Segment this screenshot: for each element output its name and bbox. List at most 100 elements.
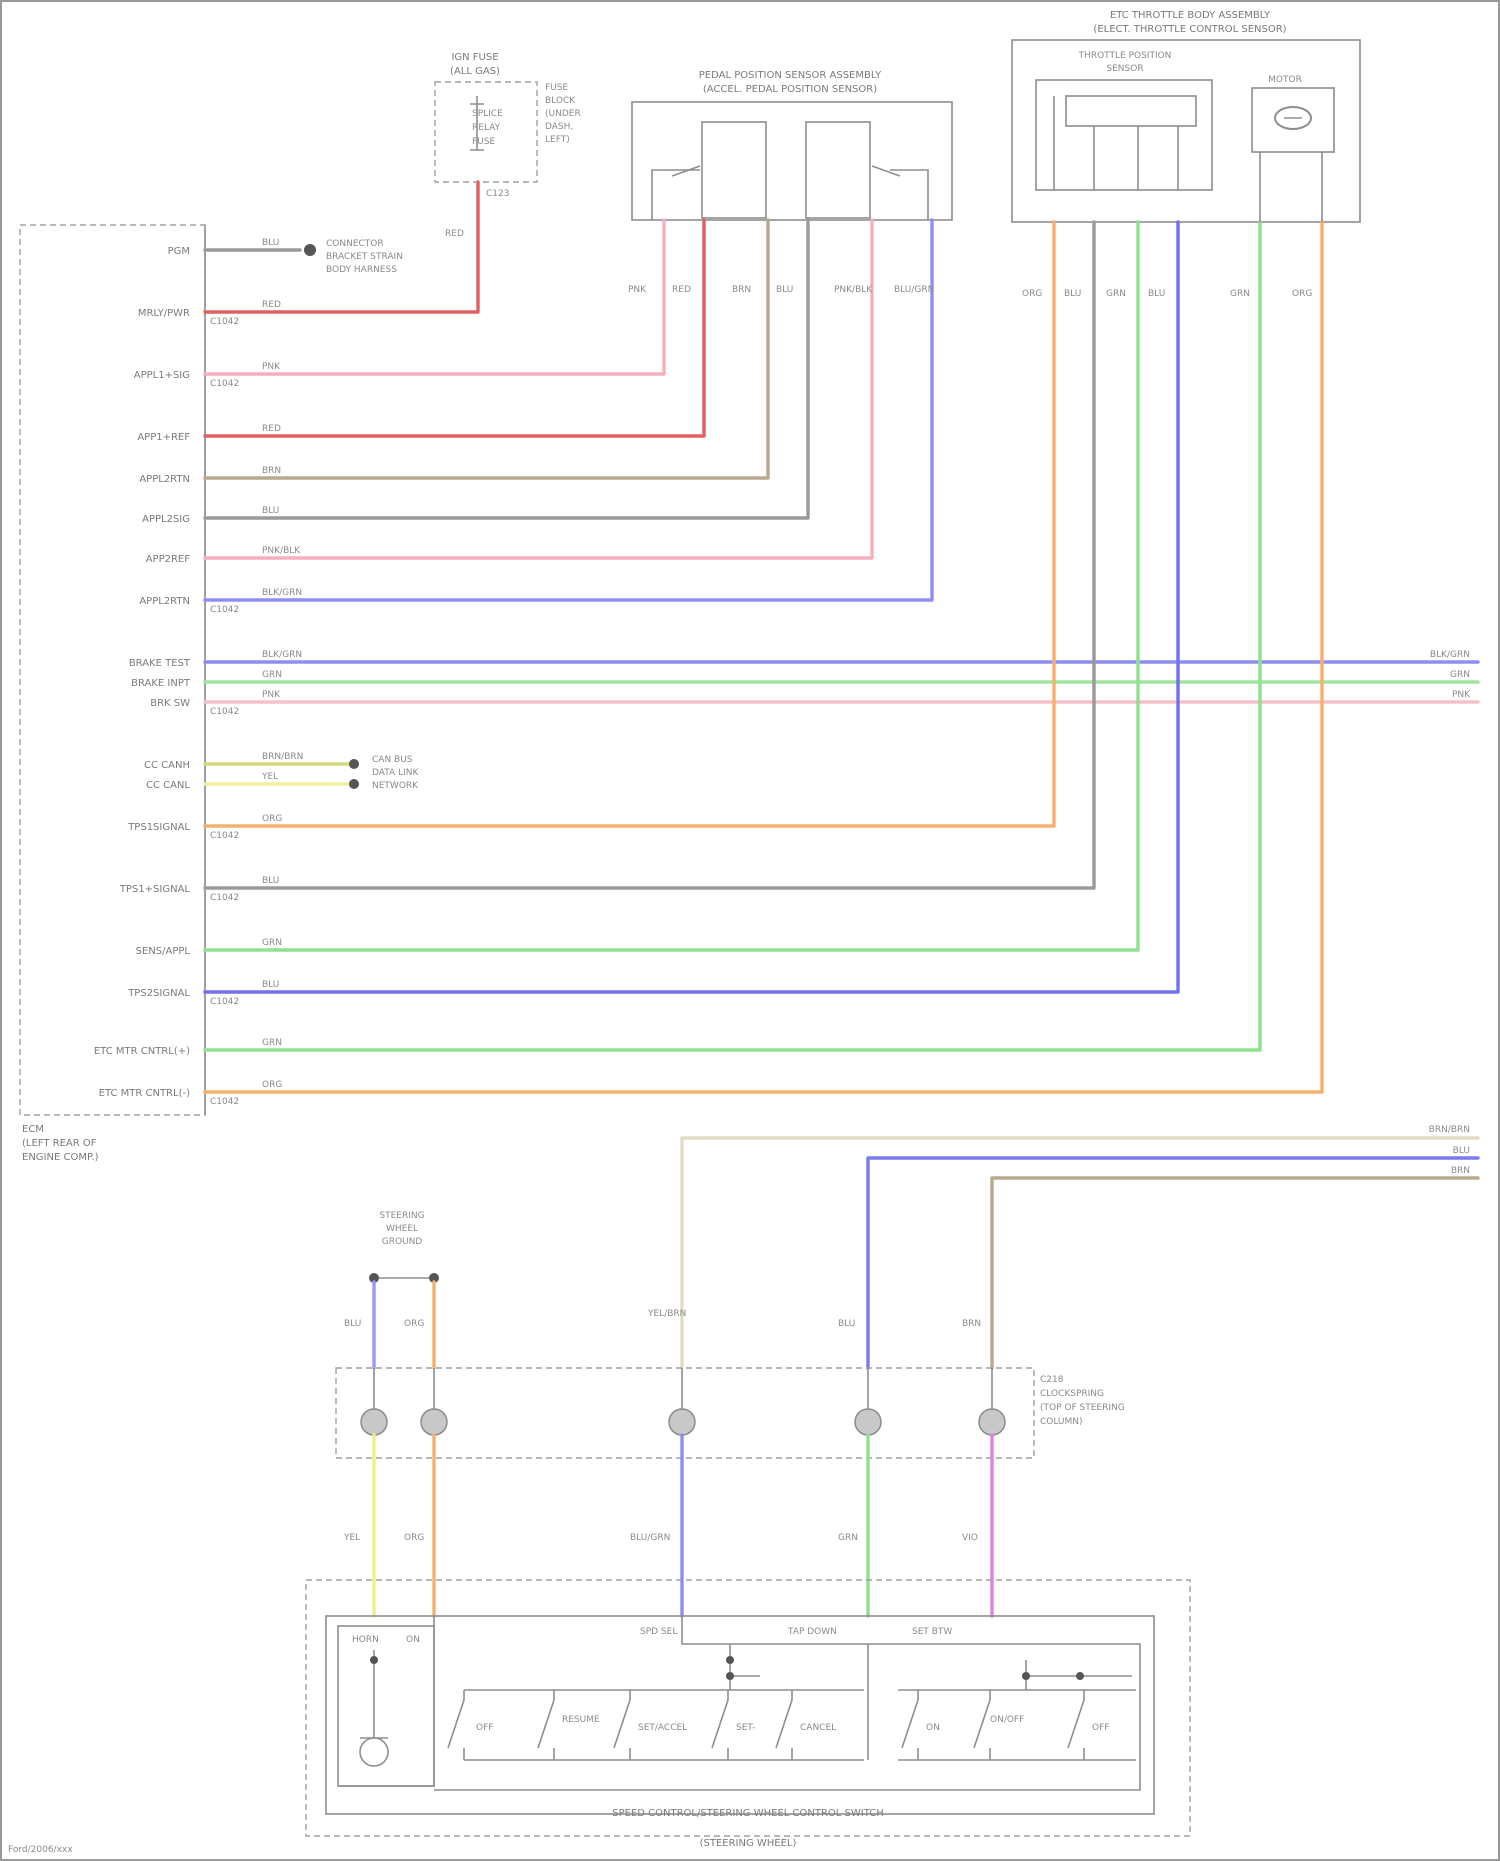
- horn-label: STEERING: [379, 1211, 424, 1221]
- wire-etc-plus-grn: [205, 222, 1260, 1050]
- wire-feed-2: [868, 1158, 1478, 1368]
- app-wire-label: PNK: [628, 285, 647, 295]
- can-label: CAN BUS: [372, 755, 413, 765]
- ecm-connector-id: C1042: [210, 605, 239, 615]
- ecm-module: ECM (LEFT REAR OF ENGINE COMP.) PGM MRLY…: [20, 225, 239, 1163]
- tps-leads: [1054, 96, 1178, 190]
- ecm-pin-label: APPL2RTN: [139, 596, 190, 607]
- wire-app1-ref-red: [205, 220, 704, 436]
- fuse-side-text: FUSE: [545, 83, 568, 93]
- clockspring-label: (TOP OF STEERING: [1040, 1403, 1125, 1413]
- clockspring-contact: [361, 1409, 387, 1435]
- wire-label: GRN: [262, 1038, 282, 1048]
- wire-label: ORG: [262, 1080, 282, 1090]
- tb-wire-label: GRN: [1230, 289, 1250, 299]
- ecm-title-line2: (LEFT REAR OF: [22, 1138, 97, 1149]
- clockspring-label: CLOCKSPRING: [1040, 1389, 1104, 1399]
- pedal-position-sensor: PEDAL POSITION SENSOR ASSEMBLY (ACCEL. P…: [632, 70, 952, 220]
- fuse-side-text: BLOCK: [545, 96, 576, 106]
- app-sensor-outline: [632, 102, 952, 220]
- throttle-body: ETC THROTTLE BODY ASSEMBLY (ELECT. THROT…: [1012, 10, 1360, 222]
- tps-label-line1: THROTTLE POSITION: [1078, 51, 1172, 61]
- wire-label: BRN/BRN: [262, 752, 303, 762]
- cs-bottom-wire: GRN: [838, 1533, 858, 1543]
- clockspring-contact: [855, 1409, 881, 1435]
- clockspring-contact: [669, 1409, 695, 1435]
- switch-cancel: [776, 1690, 792, 1760]
- cs-top-wire: YEL/BRN: [647, 1309, 686, 1319]
- ecm-connector-id: C1042: [210, 831, 239, 841]
- throttle-outline: [1012, 40, 1360, 222]
- wire-app2-rtn-blu: [205, 220, 932, 600]
- app-sensor-wiper-arrows: [672, 166, 900, 176]
- ecm-connector-id: C1042: [210, 379, 239, 389]
- ecm-pin-label: MRLY/PWR: [138, 308, 190, 319]
- wire-etc-minus-org: [205, 222, 1322, 1092]
- wire-label: RED: [262, 300, 281, 310]
- can-label: DATA LINK: [372, 768, 419, 778]
- app-sensor-track-1: [702, 122, 766, 218]
- switch-label: OFF: [1092, 1723, 1109, 1733]
- edge-label: PNK: [1452, 690, 1471, 700]
- app-wire-label: BRN: [732, 285, 751, 295]
- wire-label: ORG: [262, 814, 282, 824]
- ecm-pin-label: CC CANH: [144, 760, 190, 771]
- throttle-title-line2: (ELECT. THROTTLE CONTROL SENSOR): [1093, 24, 1286, 35]
- fuse-text: FUSE: [472, 137, 495, 147]
- wire-label: BLK/GRN: [262, 650, 302, 660]
- switch-label: RESUME: [562, 1715, 600, 1725]
- tb-wire-label: ORG: [1022, 289, 1042, 299]
- switch-set-minus: [712, 1690, 728, 1760]
- switch-node: [726, 1656, 734, 1664]
- horn-label: WHEEL: [386, 1224, 418, 1234]
- cs-bottom-wire: VIO: [962, 1533, 978, 1543]
- tb-wire-label: ORG: [1292, 289, 1312, 299]
- switch-seg: HORN: [352, 1635, 379, 1645]
- ecm-pin-label: TPS1SIGNAL: [127, 822, 190, 833]
- switch-node: [726, 1672, 734, 1680]
- fuse-title-line2: (ALL GAS): [450, 66, 500, 77]
- wire-feed-1: [682, 1138, 1478, 1368]
- ecm-connector-id: C1042: [210, 707, 239, 717]
- ground-label: BRACKET STRAIN: [326, 252, 403, 262]
- tps-element: [1066, 96, 1196, 126]
- cs-top-wire: BLU: [344, 1319, 361, 1329]
- switch-label: SET-: [736, 1723, 755, 1733]
- switch-set-accel: [614, 1690, 630, 1760]
- ecm-pin-label: SENS/APPL: [136, 946, 191, 957]
- clockspring-leads-top: [374, 1368, 992, 1409]
- edge-label: BRN: [1451, 1166, 1470, 1176]
- cs-top-wire: BRN: [962, 1319, 981, 1329]
- footer-credit: Ford/2006/xxx: [8, 1845, 73, 1855]
- switch-assy-outline: [306, 1580, 1190, 1836]
- wiring-bottom: BRN/BRN BLU BRN STEERING WHEEL GROUND C2…: [306, 1125, 1478, 1849]
- ecm-connector-id: C1042: [210, 997, 239, 1007]
- ecm-pin-label: ETC MTR CNTRL(-): [99, 1088, 190, 1099]
- switch-assy-subtitle: (STEERING WHEEL): [700, 1838, 797, 1849]
- ecm-pin-label: TPS1+SIGNAL: [119, 884, 191, 895]
- edge-label: GRN: [1450, 670, 1470, 680]
- ecm-title-line1: ECM: [22, 1124, 44, 1135]
- tb-wire-label: GRN: [1106, 289, 1126, 299]
- ignition-fuse: IGN FUSE (ALL GAS) SPLICE RELAY FUSE FUS…: [435, 52, 581, 239]
- wire-tps1plus: [205, 222, 1094, 888]
- switch-node: [1076, 1672, 1084, 1680]
- app-wire-label: BLU/GRN: [894, 285, 934, 295]
- motor-label: MOTOR: [1268, 75, 1302, 85]
- ecm-connector-id: C1042: [210, 893, 239, 903]
- wire-label: BLU: [262, 506, 279, 516]
- can-splice: [349, 759, 359, 769]
- ground-point: [304, 244, 316, 256]
- ecm-pin-label: BRK SW: [150, 698, 190, 709]
- motor-leads: [1260, 152, 1322, 222]
- horn-node: [370, 1656, 378, 1664]
- fuse-title-line1: IGN FUSE: [451, 52, 498, 63]
- wire-label: BRN: [262, 466, 281, 476]
- fuse-side-text: LEFT): [545, 135, 570, 145]
- wire-app2-ref-pnk: [205, 220, 872, 558]
- wire-label: PNK: [262, 362, 281, 372]
- wire-label: YEL: [261, 772, 278, 782]
- switch-seg: TAP DOWN: [787, 1627, 837, 1637]
- ground-label: CONNECTOR: [326, 239, 384, 249]
